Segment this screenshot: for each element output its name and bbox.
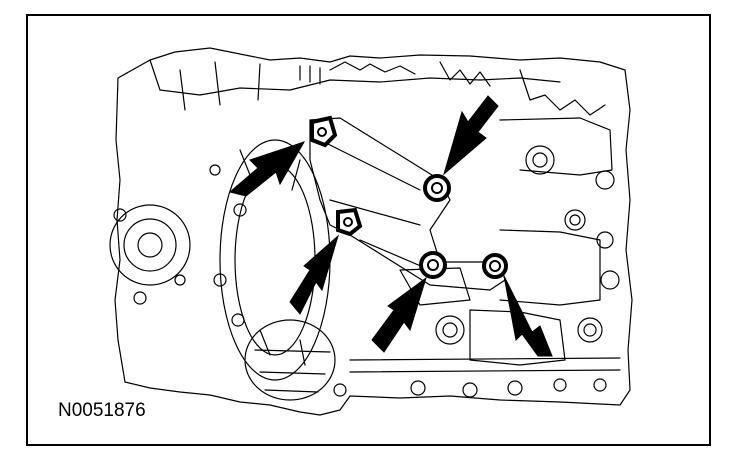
arrow-callout-2 <box>289 234 339 315</box>
fastener-2 <box>336 207 363 237</box>
arrow-callout-4 <box>371 276 427 353</box>
engine-outline <box>114 47 633 416</box>
fastener-1 <box>310 115 338 148</box>
arrow-callout-1 <box>228 141 306 197</box>
arrow-callout-3 <box>443 95 499 176</box>
pulley <box>109 204 191 286</box>
fastener-4 <box>419 251 447 279</box>
figure-frame <box>26 14 711 446</box>
fastener-5 <box>482 253 508 279</box>
fastener-3 <box>423 174 451 202</box>
figure-id-label: N0051876 <box>58 400 146 421</box>
arrow-callout-5 <box>503 275 553 357</box>
